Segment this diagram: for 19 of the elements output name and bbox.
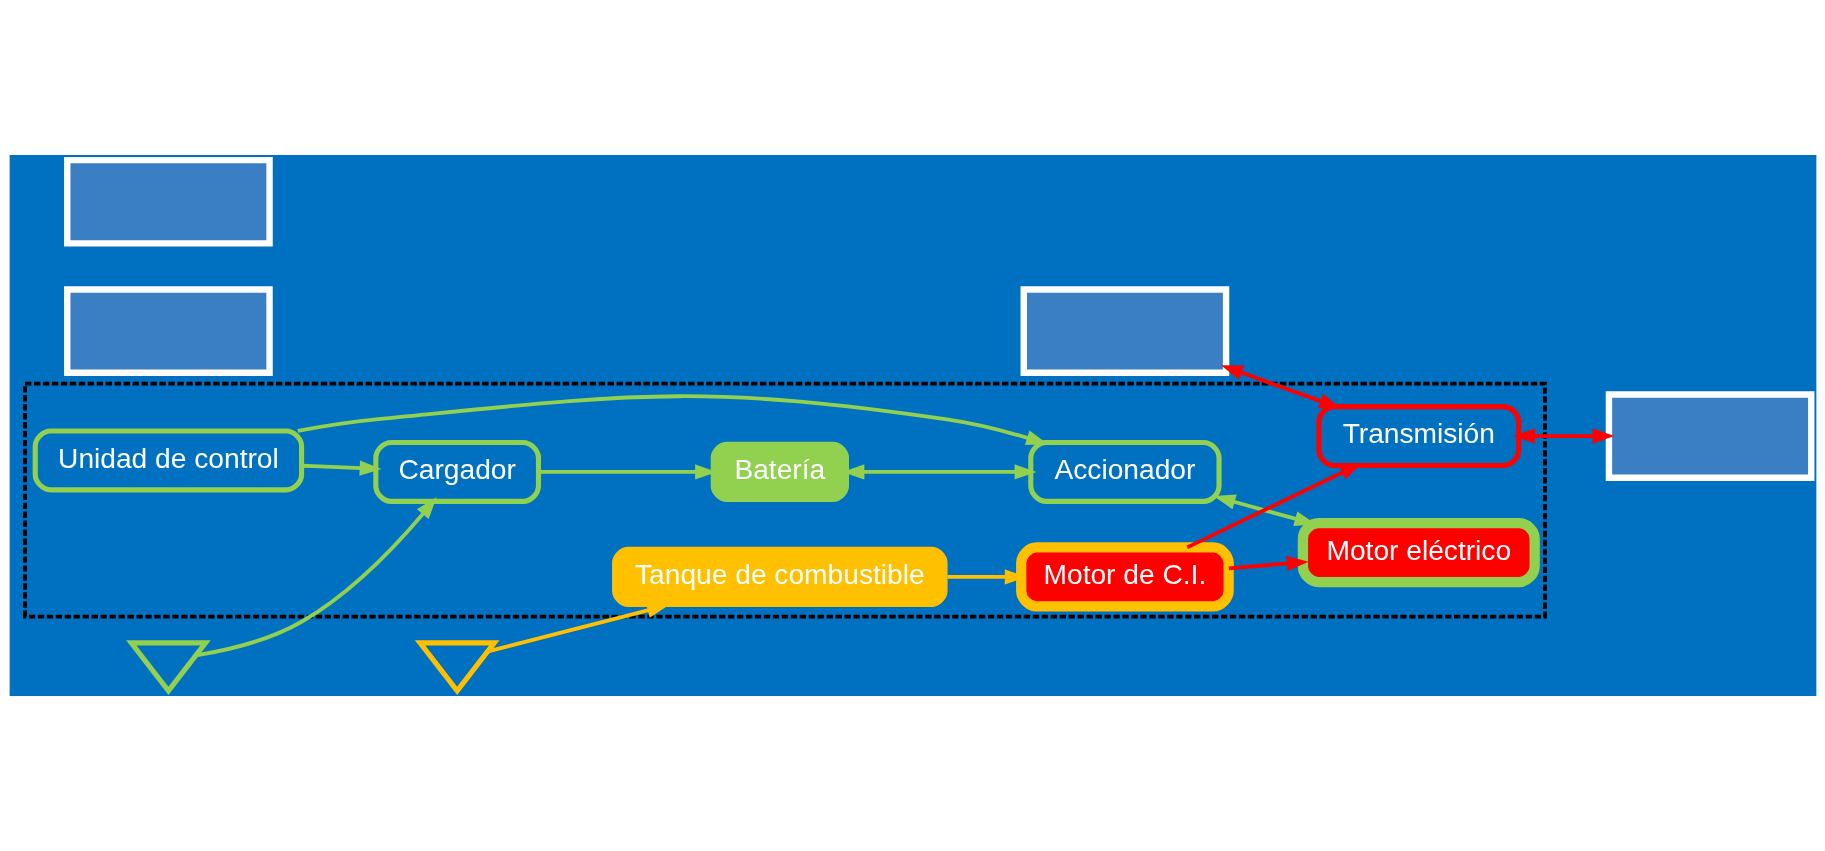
arrow [1512, 428, 1614, 444]
arrow [301, 460, 381, 476]
arrow [195, 497, 437, 658]
node-box: Tanque de combustible [611, 546, 948, 607]
node-box [63, 156, 273, 247]
node-triangle [414, 640, 499, 696]
node-box [1020, 286, 1229, 376]
arrow [946, 569, 1027, 585]
node-box: Accionador [1027, 439, 1222, 504]
node-box: Batería [710, 441, 849, 502]
node-box: Unidad de control [32, 428, 304, 493]
node-box: Transmisión [1315, 404, 1521, 469]
node-box: Motor de C.I. [1015, 542, 1234, 612]
node-box: Motor eléctrico [1297, 518, 1540, 588]
arrow [1228, 555, 1309, 572]
node-box [1605, 391, 1814, 481]
node-box: Cargador [372, 439, 541, 504]
node-triangle [125, 640, 211, 696]
node-box [63, 286, 273, 376]
